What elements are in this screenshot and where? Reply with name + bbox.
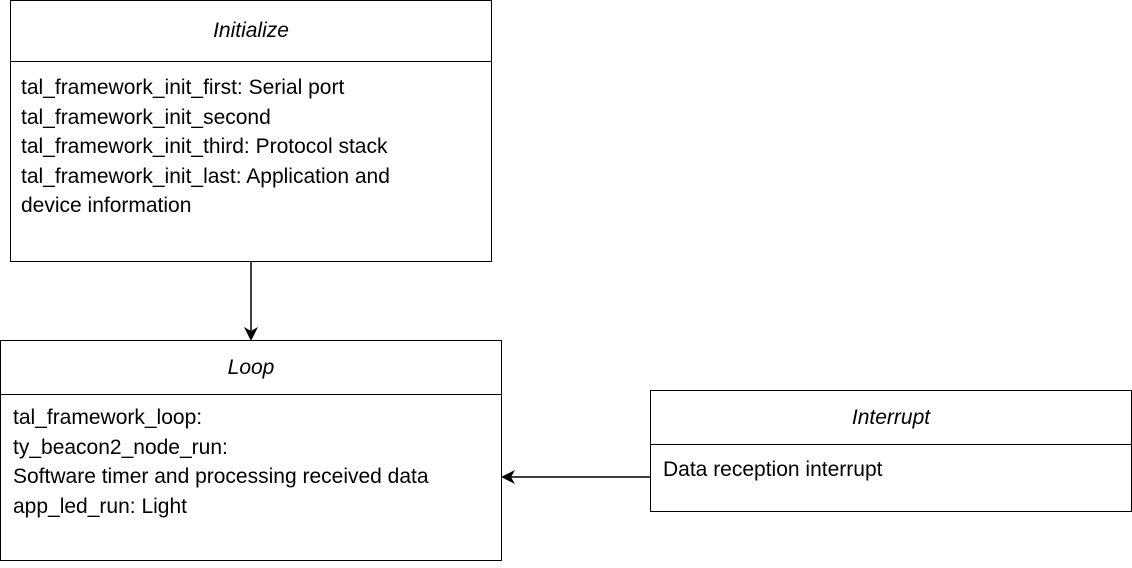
interrupt-body: Data reception interrupt bbox=[663, 455, 1125, 485]
loop-title: Loop bbox=[1, 341, 501, 395]
interrupt-title: Interrupt bbox=[651, 391, 1131, 445]
loop-line: app_led_run: Light bbox=[13, 494, 187, 518]
loop-box: Loop tal_framework_loop: ty_beacon2_node… bbox=[0, 340, 502, 561]
loop-line: tal_framework_loop: bbox=[13, 406, 203, 429]
loop-body: tal_framework_loop: ty_beacon2_node_run:… bbox=[13, 403, 495, 521]
interrupt-line: Data reception interrupt bbox=[663, 458, 883, 481]
initialize-title: Initialize bbox=[11, 1, 491, 62]
interrupt-box: Interrupt Data reception interrupt bbox=[650, 390, 1132, 512]
initialize-line: tal_framework_init_first: Serial port bbox=[21, 76, 345, 99]
initialize-line: tal_framework_init_last: Application and bbox=[21, 164, 390, 188]
loop-line: ty_beacon2_node_run: bbox=[13, 435, 228, 459]
initialize-line: device information bbox=[21, 194, 192, 217]
initialize-box: Initialize tal_framework_init_first: Ser… bbox=[10, 0, 492, 262]
initialize-line: tal_framework_init_second bbox=[21, 105, 271, 129]
loop-line: Software timer and processing received d… bbox=[13, 465, 429, 488]
initialize-body: tal_framework_init_first: Serial port ta… bbox=[21, 73, 485, 221]
initialize-line: tal_framework_init_third: Protocol stack bbox=[21, 135, 388, 158]
